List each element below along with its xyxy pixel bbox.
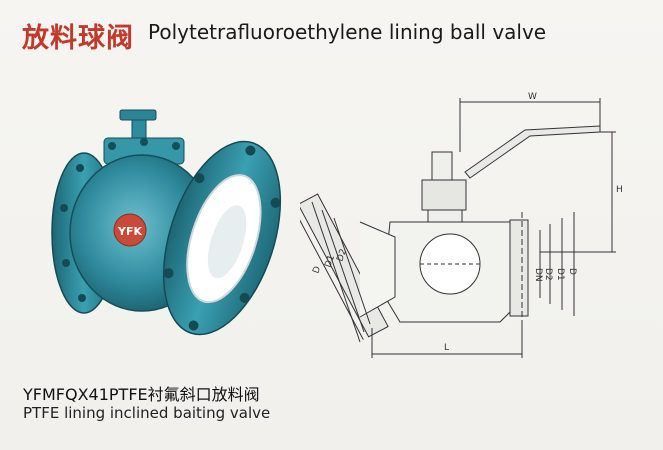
label-d-right: D	[567, 268, 577, 275]
title-english: Polytetrafluoroethylene lining ball valv…	[148, 20, 547, 44]
valve-section-drawing: W H L DN D2 D1 D D D1 D2	[300, 92, 623, 358]
label-h: H	[616, 185, 623, 195]
label-d2-right: D2	[543, 268, 553, 281]
label-d2-left: D2	[335, 248, 349, 263]
label-dn: DN	[533, 268, 543, 282]
label-d1-right: D1	[555, 268, 565, 281]
title-chinese: 放料球阀	[22, 23, 134, 54]
valve-product-photo: YFK	[51, 109, 282, 336]
label-w: W	[528, 92, 537, 102]
brand-logo: YFK	[117, 225, 142, 238]
description-caption: PTFE lining inclined baiting valve	[23, 404, 271, 422]
label-l: L	[444, 343, 449, 353]
label-d1-left: D1	[323, 254, 337, 269]
label-d-left: D	[311, 265, 323, 275]
model-caption: YFMFQX41PTFE衬氟斜口放料阀	[23, 385, 260, 404]
